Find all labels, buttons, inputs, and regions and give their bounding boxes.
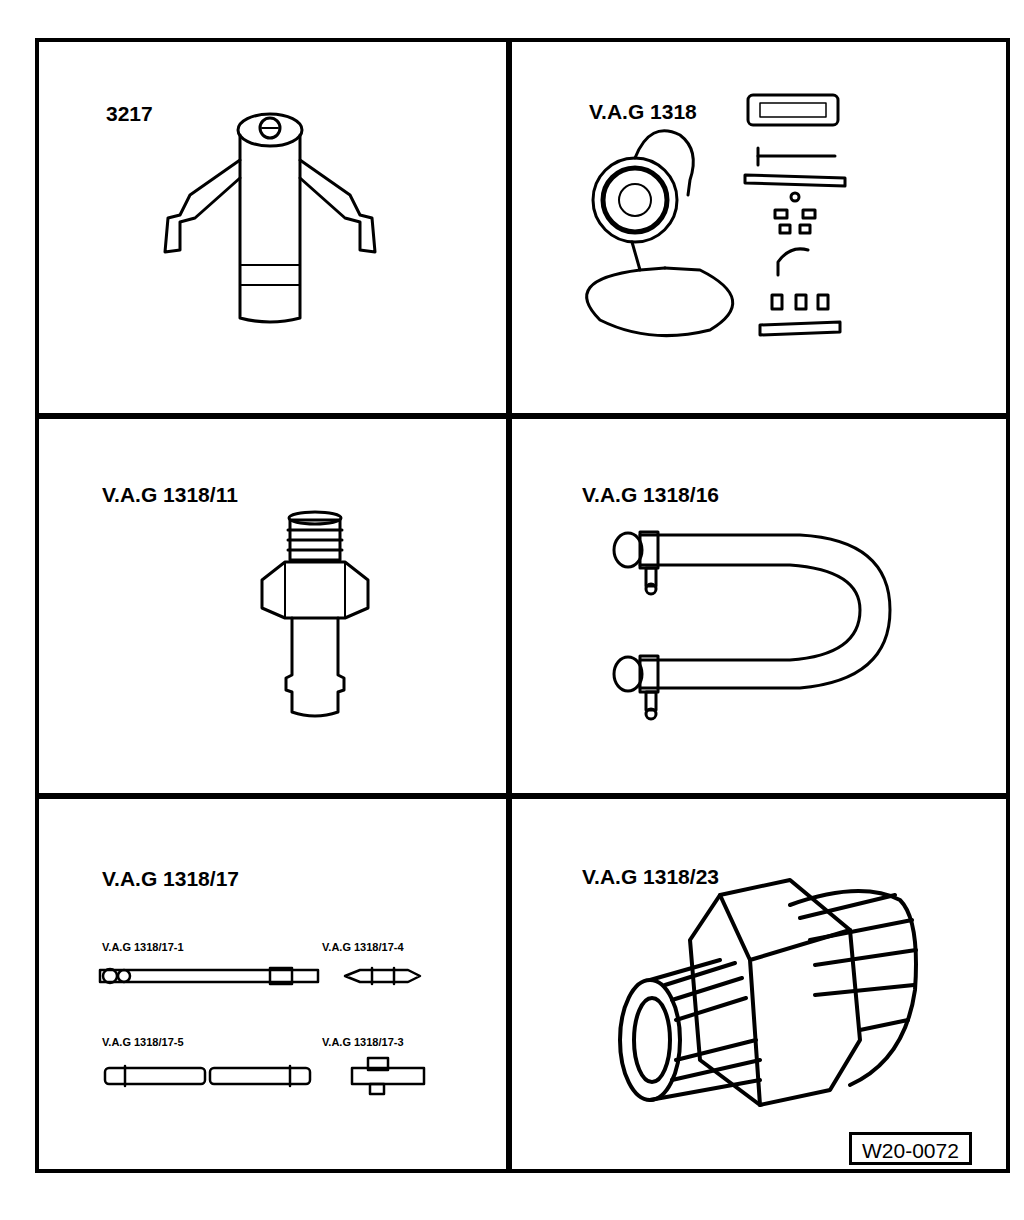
adapter-1318-11 bbox=[262, 512, 368, 716]
tool-panel: V.A.G 1318 bbox=[508, 38, 1010, 417]
adapter-set-1318-17 bbox=[100, 968, 424, 1094]
pressure-gauge-1318 bbox=[587, 95, 845, 336]
tool-panel: V.A.G 1318/16 bbox=[508, 415, 1010, 797]
puller-3217 bbox=[165, 114, 375, 322]
double-nipple-1318-23 bbox=[620, 880, 916, 1105]
part-number: V.A.G 1318/17-1 bbox=[102, 941, 184, 953]
hose-1318-16 bbox=[614, 532, 890, 719]
part-number: V.A.G 1318/17-3 bbox=[322, 1036, 404, 1048]
tool-number: V.A.G 1318/23 bbox=[582, 865, 719, 889]
tool-panel: V.A.G 1318/11 bbox=[35, 415, 510, 797]
tool-number: V.A.G 1318/17 bbox=[102, 867, 239, 891]
tool-panel: V.A.G 1318/23W20-0072 bbox=[508, 795, 1010, 1173]
tool-number: V.A.G 1318 bbox=[589, 100, 697, 124]
drawing-number-box: W20-0072 bbox=[849, 1132, 972, 1165]
drawing-number: W20-0072 bbox=[862, 1139, 959, 1163]
tool-number: V.A.G 1318/16 bbox=[582, 483, 719, 507]
tool-panel: 3217 bbox=[35, 38, 510, 417]
tool-panel: V.A.G 1318/17V.A.G 1318/17-1V.A.G 1318/1… bbox=[35, 795, 510, 1173]
part-number: V.A.G 1318/17-4 bbox=[322, 941, 404, 953]
tool-number: 3217 bbox=[106, 102, 153, 126]
part-number: V.A.G 1318/17-5 bbox=[102, 1036, 184, 1048]
tool-number: V.A.G 1318/11 bbox=[102, 483, 238, 507]
